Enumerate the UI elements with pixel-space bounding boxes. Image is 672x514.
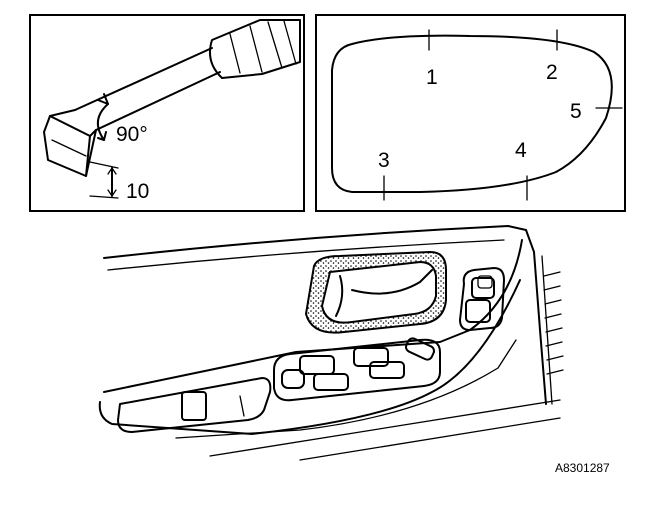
point-2-label: 2 bbox=[546, 61, 558, 84]
lock-switch bbox=[459, 267, 505, 331]
point-1-label: 1 bbox=[426, 66, 438, 89]
screwdriver-drawing bbox=[43, 19, 301, 199]
length-label: 10 bbox=[126, 180, 149, 203]
angle-label: 90° bbox=[116, 123, 148, 146]
door-frame-hatching bbox=[543, 271, 564, 375]
inner-door-handle bbox=[304, 250, 447, 334]
tool-panel: 90° 10 bbox=[29, 14, 305, 212]
mirror-point-ticks bbox=[383, 29, 623, 201]
point-4-label: 4 bbox=[515, 139, 527, 162]
mirror-panel: 1 2 3 4 5 bbox=[315, 14, 626, 212]
figure-code: A8301287 bbox=[555, 461, 610, 475]
mirror-glass-outline bbox=[331, 34, 613, 193]
tool-panel-frame bbox=[29, 14, 305, 212]
point-3-label: 3 bbox=[378, 149, 390, 172]
mirror-panel-frame bbox=[315, 14, 626, 212]
door-panel-drawing bbox=[98, 225, 564, 461]
window-switch-panel bbox=[273, 337, 441, 402]
point-5-label: 5 bbox=[570, 100, 582, 123]
door-pull-pocket bbox=[117, 377, 272, 433]
